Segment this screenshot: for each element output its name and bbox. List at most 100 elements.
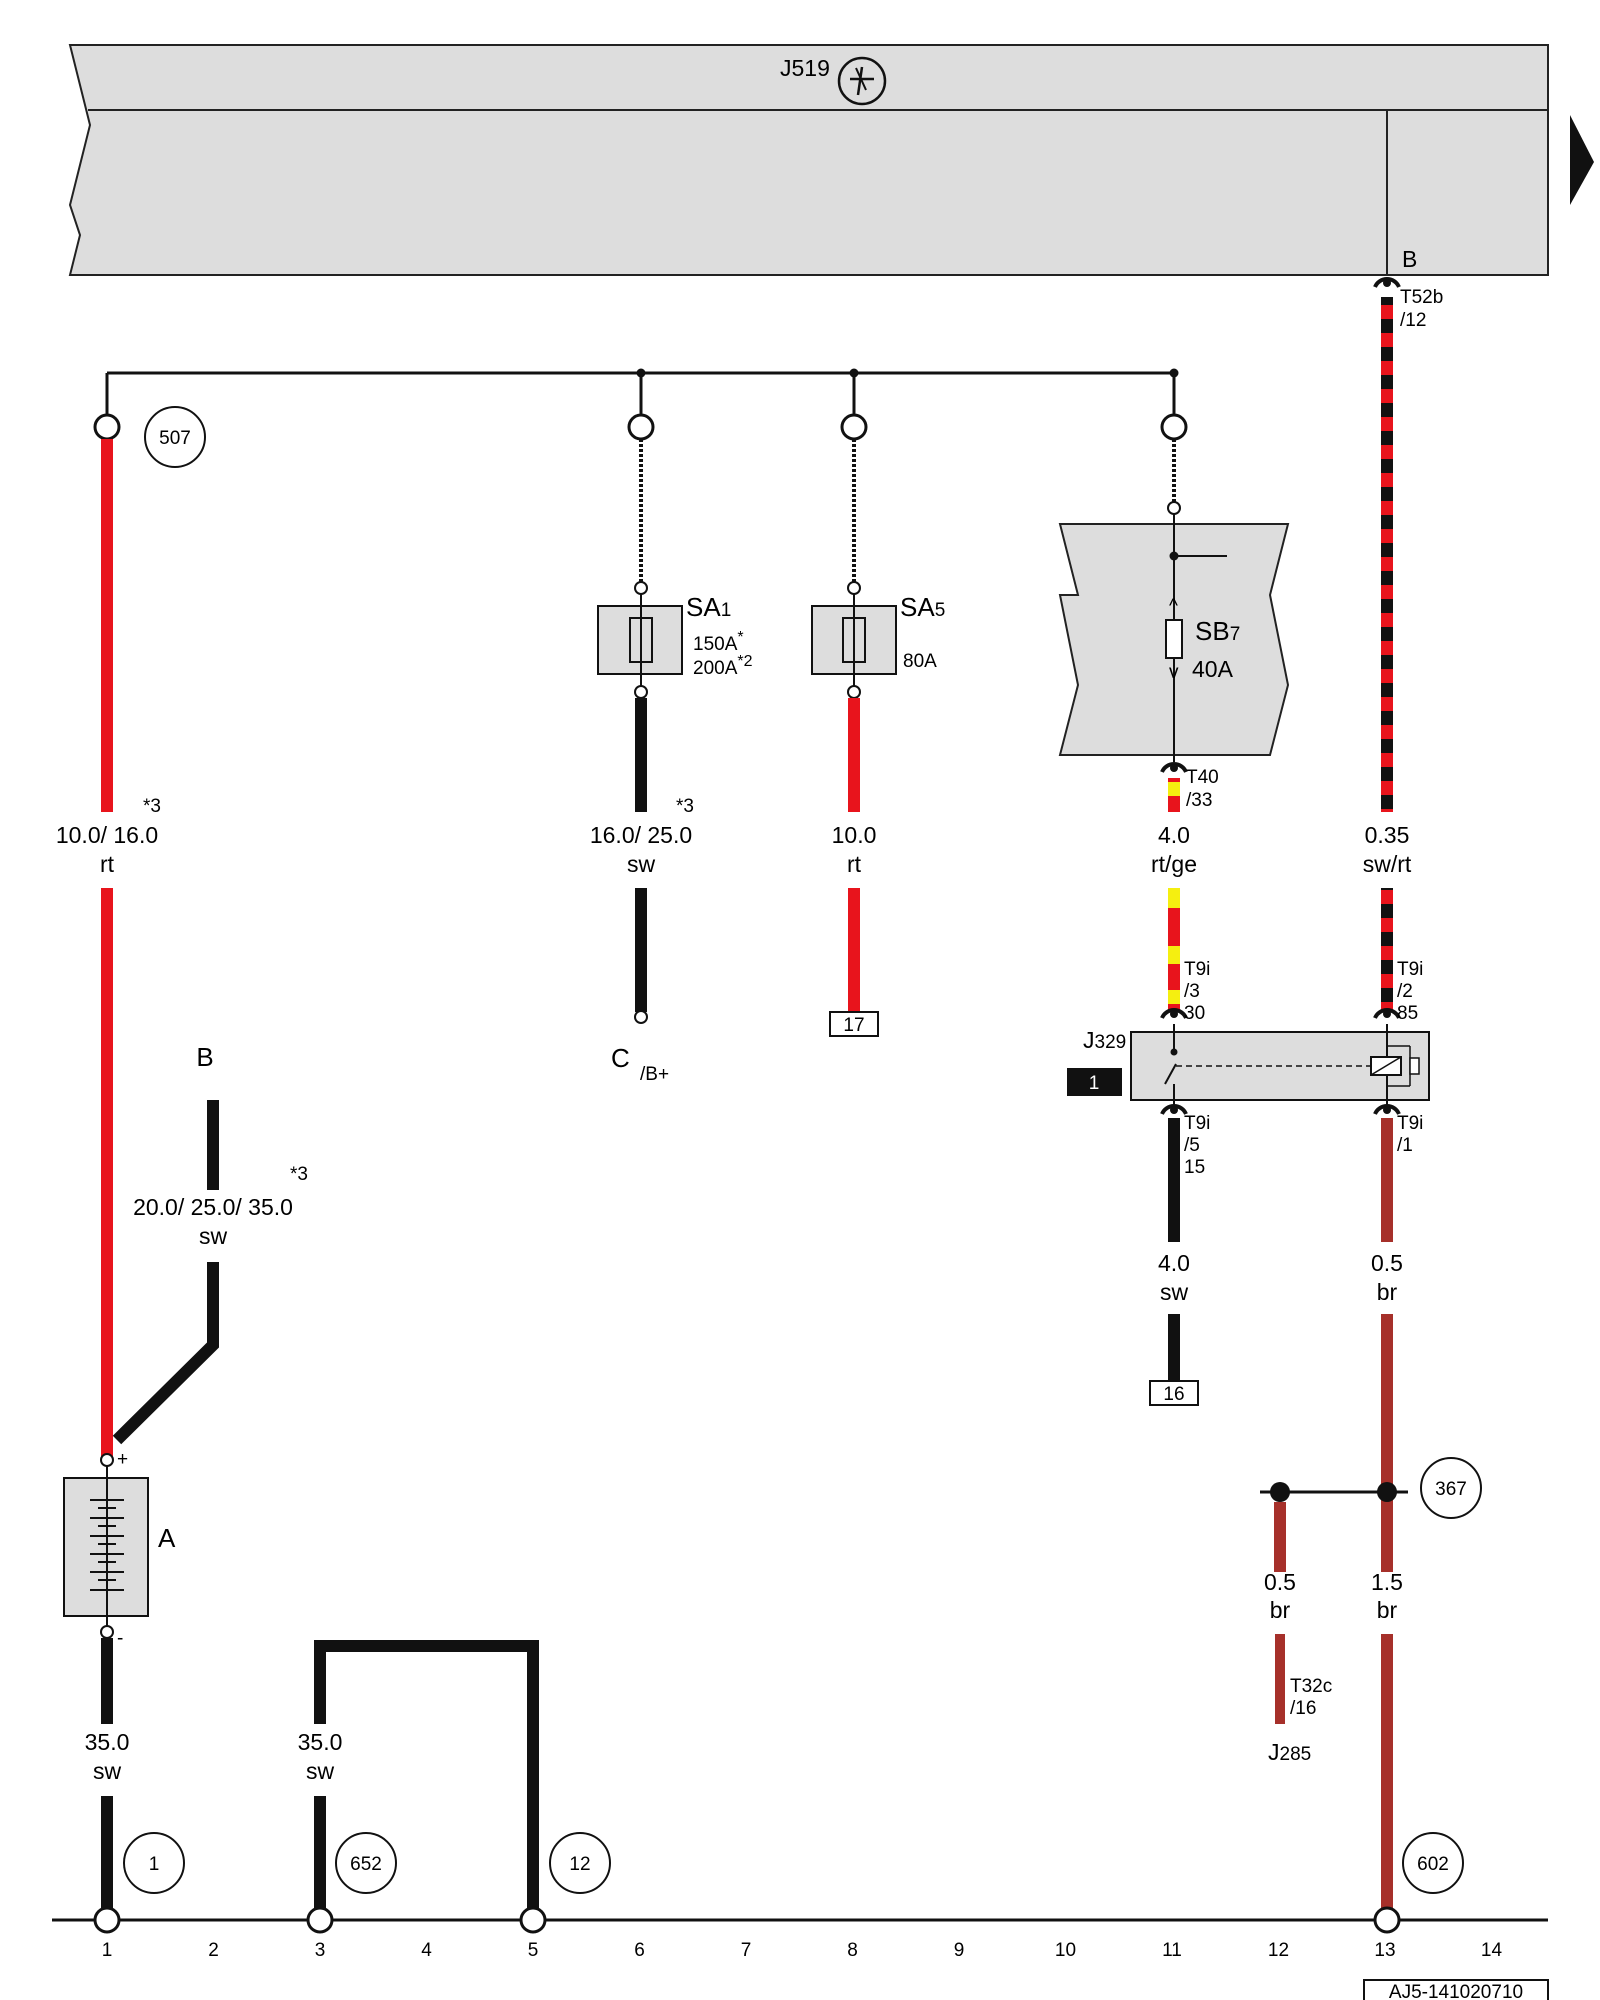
svg-text:85: 85 [1397, 1003, 1418, 1024]
fuse-sb7-rating: 40A [1192, 656, 1234, 682]
fuse-sb7-name: SB7 [1195, 616, 1240, 646]
wire-col13-c-color: br [1377, 1597, 1398, 1623]
wire-sb7-size: 4.0 [1158, 822, 1190, 848]
svg-text:T9i: T9i [1184, 959, 1210, 980]
fuse-sa1-name: SA1 [686, 592, 731, 622]
wire-col12-brown-upper [1274, 1502, 1286, 1572]
wire-sa5-size: 10.0 [832, 822, 877, 848]
column-number: 13 [1374, 1940, 1395, 1961]
connector-t40: T40 /33 [1160, 762, 1219, 811]
control-unit-symbol-icon [837, 56, 887, 106]
svg-text:/5: /5 [1184, 1135, 1200, 1156]
wire-col11-black-lower [1168, 1314, 1180, 1382]
connector-t32c-pin: /16 [1290, 1698, 1316, 1719]
battery-minus: - [117, 1628, 123, 1649]
fuse-sa1 [597, 594, 683, 686]
wire-col13-brown-mid [1381, 1314, 1393, 1572]
wire-col13-blackred-upper [1381, 297, 1393, 812]
wire-col3-size: 35.0 [298, 1729, 343, 1755]
wire-col1-color: rt [100, 851, 115, 877]
column-number: 6 [634, 1940, 645, 1961]
ground-circle-12: 12 [549, 1832, 611, 1894]
wire-col13-brown-upper [1381, 1118, 1393, 1242]
connector-t52b: T52b /12 [1373, 277, 1443, 331]
connector-t9i-3: T9i /3 30 [1160, 959, 1210, 1024]
wire-b-black-upper [207, 1100, 219, 1190]
wire-col3-black-lower [314, 1796, 326, 1908]
connector-t9i-5: T9i /5 15 [1160, 1104, 1210, 1178]
fuse-box-sb: ^ v [1058, 514, 1290, 762]
ground-circle-652: 652 [335, 1832, 397, 1894]
svg-text:507: 507 [159, 428, 191, 449]
svg-text:652: 652 [350, 1854, 382, 1875]
wire-col13-b-color: br [1377, 1279, 1398, 1305]
wire-col13-blackred-lower [1381, 888, 1393, 1012]
wire-col3-color: sw [306, 1758, 335, 1784]
svg-text:T9i: T9i [1184, 1113, 1210, 1134]
svg-text:T9i: T9i [1397, 1113, 1423, 1134]
svg-text:/12: /12 [1400, 310, 1426, 331]
ref-16: 16 [1163, 1384, 1184, 1405]
wire-col1-size: 10.0/ 16.0 [56, 822, 158, 848]
wire-sb7-redyellow-upper [1168, 778, 1180, 812]
terminal-b-top: B [1402, 246, 1417, 272]
ground-circle-602: 602 [1402, 1832, 1464, 1894]
column-number: 7 [741, 1940, 752, 1961]
wire-col12-size: 0.5 [1264, 1569, 1296, 1595]
wire-col1-red-lower [101, 888, 113, 1458]
svg-text:/1: /1 [1397, 1135, 1413, 1156]
ref-box-17 [829, 1011, 879, 1037]
svg-text:/33: /33 [1186, 790, 1212, 811]
diagram-code: AJ5-141020710 [1389, 1982, 1523, 2000]
wire-col3-col5-loop [314, 1640, 539, 1908]
fuse-sa5 [811, 594, 897, 686]
ground-terminals [93, 1906, 1401, 1934]
column-number: 4 [421, 1940, 432, 1961]
fuse-sa5-rating: 80A [903, 651, 937, 672]
wire-sa5-color: rt [847, 851, 862, 877]
wire-col11-size: 4.0 [1158, 1250, 1190, 1276]
column-number: 11 [1162, 1940, 1182, 1961]
ref-circle-507: 507 [144, 406, 206, 468]
wire-b-size: 20.0/ 25.0/ 35.0 [133, 1194, 293, 1220]
battery-plus: + [117, 1449, 128, 1470]
control-unit-panel [68, 44, 1549, 276]
column-number: 8 [847, 1940, 858, 1961]
svg-text:T9i: T9i [1397, 959, 1423, 980]
svg-text:1: 1 [149, 1854, 160, 1875]
wire-b-black-lower [112, 1262, 219, 1445]
connector-t32c-name: T32c [1290, 1676, 1332, 1697]
fuse-sa1-rating2: 200A*2 [693, 653, 753, 679]
svg-text:367: 367 [1435, 1479, 1467, 1500]
wire-col1g-color: sw [93, 1758, 122, 1784]
ref-17: 17 [843, 1015, 864, 1036]
wire-col13-size: 0.35 [1365, 822, 1410, 848]
continuation-arrow-icon [1570, 115, 1594, 205]
wire-col13-c-size: 1.5 [1371, 1569, 1403, 1595]
wire-col13-color: sw/rt [1363, 851, 1412, 877]
control-unit-j519: J519 B [68, 44, 1594, 276]
wire-b-color: sw [199, 1223, 228, 1249]
wire-col1g-size: 35.0 [85, 1729, 130, 1755]
svg-text:15: 15 [1184, 1157, 1205, 1178]
label-b-plus: /B+ [640, 1064, 669, 1085]
relay-label: J329 [1083, 1027, 1126, 1053]
wire-col12-brown-lower [1275, 1634, 1285, 1724]
wire-sa1-color: sw [627, 851, 656, 877]
fuse-sa5-name: SA5 [900, 592, 945, 622]
svg-text:T40: T40 [1186, 767, 1219, 788]
fuse-sa1-rating1: 150A* [693, 629, 744, 655]
wire-sa1-black-lower [635, 888, 647, 1012]
column-number: 5 [528, 1940, 539, 1961]
wire-col1-black-lower [101, 1796, 113, 1908]
junction-dot-13 [1377, 1482, 1397, 1502]
bus-terminals [93, 413, 1188, 441]
wire-col11-black-upper [1168, 1118, 1180, 1242]
wire-col11-color: sw [1160, 1279, 1189, 1305]
control-unit-label: J519 [780, 55, 830, 81]
svg-text:/3: /3 [1184, 981, 1200, 1002]
wire-col12-color: br [1270, 1597, 1291, 1623]
wire-col1-black-upper [101, 1638, 113, 1724]
column-number: 3 [315, 1940, 326, 1961]
